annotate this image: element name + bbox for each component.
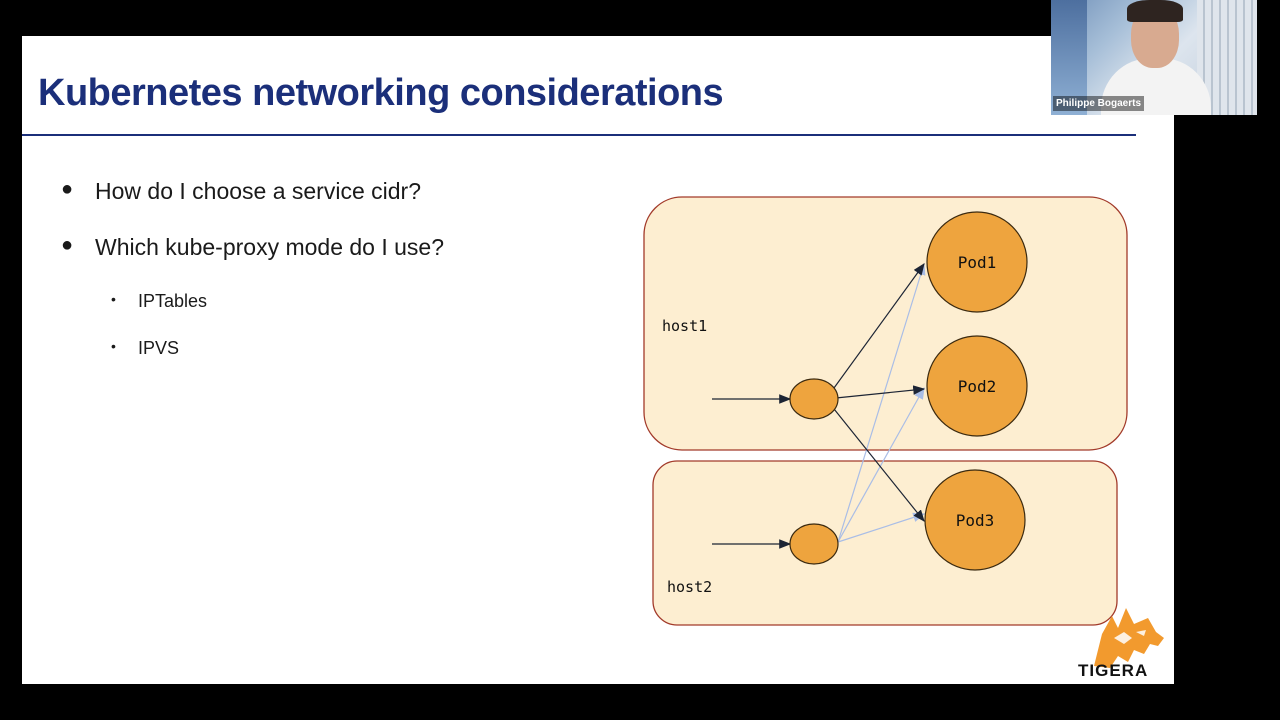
logo-wordmark: TIGERA: [1078, 661, 1149, 680]
slide-title: Kubernetes networking considerations: [38, 72, 724, 114]
sub-bullet-text: IPTables: [138, 291, 208, 311]
sub-bullet-dot-icon: •: [111, 291, 116, 307]
pod1-node: [926, 211, 1028, 313]
participant-name-label: Philippe Bogaerts: [1053, 96, 1145, 111]
bullet-dot-icon: ●: [61, 234, 74, 256]
title-underline: [22, 134, 1136, 136]
bullet-item: ● Which kube-proxy mode do I use?: [61, 234, 445, 261]
host2-box: [652, 460, 1118, 626]
host1-box: [643, 196, 1128, 451]
pod1-label: Pod1: [958, 253, 997, 272]
bullet-item: ● How do I choose a service cidr?: [61, 178, 421, 205]
host2-label: host2: [667, 578, 712, 596]
sub-bullet-text: IPVS: [138, 338, 180, 358]
host1-label: host1: [662, 317, 707, 335]
bullet-text: How do I choose a service cidr?: [95, 178, 421, 204]
dark-arrow-to-pod2: [825, 385, 926, 400]
light-arrow-to-pod3: [837, 512, 926, 543]
sub-bullet-item: • IPVS: [111, 338, 180, 359]
light-arrow-to-pod2: [837, 386, 925, 543]
pod3-label: Pod3: [956, 511, 995, 530]
tiger-logo-icon: [1094, 608, 1164, 668]
light-arrow-to-pod1: [837, 262, 926, 543]
proxy-node-host2: [789, 523, 839, 565]
dark-arrow-to-pod1: [825, 263, 925, 400]
bullet-text: Which kube-proxy mode do I use?: [95, 234, 445, 260]
sub-bullet-item: • IPTables: [111, 291, 208, 312]
sub-bullet-dot-icon: •: [111, 338, 116, 354]
dark-arrow-to-pod3: [825, 398, 925, 522]
pod2-label: Pod2: [958, 377, 997, 396]
slide: Kubernetes networking considerations ● H…: [22, 36, 1174, 684]
bullet-dot-icon: ●: [61, 178, 74, 200]
proxy-node-host1: [789, 378, 839, 420]
network-diagram: host1 host2 Pod1 Pod2 Pod3: [643, 196, 1128, 626]
pod2-node: [926, 335, 1028, 437]
video-thumbnail[interactable]: Philippe Bogaerts: [1051, 0, 1257, 115]
pod3-node: [924, 469, 1026, 571]
participant-hair: [1127, 0, 1183, 22]
background-building: [1051, 0, 1087, 115]
